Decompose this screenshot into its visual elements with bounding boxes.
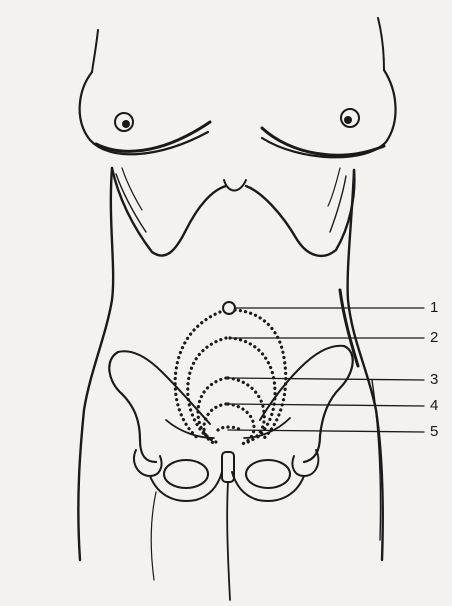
callout-label-2: 2	[430, 330, 438, 345]
callout-label-3: 3	[430, 372, 438, 387]
callout-label-1: 1	[430, 300, 438, 315]
callout-label-5: 5	[430, 424, 438, 439]
callout-label-4: 4	[430, 398, 438, 413]
